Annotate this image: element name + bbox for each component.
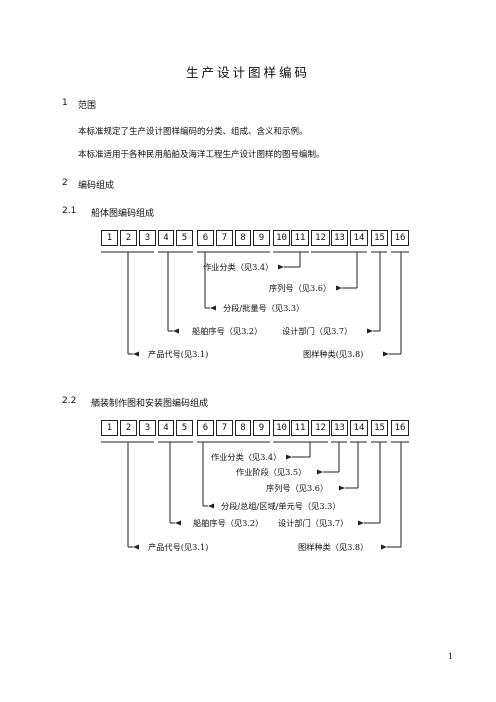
connector-lines: [101, 441, 409, 550]
section-2-1-title: 船体图编码组成: [91, 209, 155, 219]
code-digit-box: 6: [197, 230, 214, 246]
code-digit-box: 4: [158, 420, 174, 436]
arrow-head: [381, 544, 387, 550]
page-title: 生产设计图样编码: [185, 65, 310, 80]
arrow-head: [336, 285, 342, 291]
section-2-number: 2: [62, 178, 68, 188]
code-digit-box: 5: [176, 230, 193, 246]
code-digit-box: 11: [291, 230, 309, 246]
code-digit-box: 16: [391, 230, 409, 246]
code-digit-box: 8: [235, 420, 251, 436]
code-digit-box: 3: [139, 420, 156, 436]
code-digit-box: 15: [371, 230, 388, 246]
code-digit-box: 9: [253, 230, 270, 246]
section-2-1-number: 2.1: [62, 206, 77, 216]
code-digit-box: 5: [176, 420, 193, 436]
arrow-head: [339, 485, 345, 491]
arrow-head: [210, 305, 216, 311]
label-serial: 序列号（见3.6）: [266, 483, 329, 493]
arrow-head: [367, 328, 373, 334]
code-digit-box: 13: [331, 230, 348, 246]
arrow-head: [286, 454, 292, 460]
arrow-head: [133, 544, 139, 550]
code-digit-box: 1: [101, 230, 118, 246]
label-drawing-type: 图样种类（见3.8）: [298, 542, 369, 552]
arrow-head: [358, 520, 364, 526]
arrow-head: [383, 351, 389, 357]
label-design-dept: 设计部门（见3.7）: [278, 518, 349, 528]
code-digit-box: 12: [311, 230, 330, 246]
code-digit-box: 4: [158, 230, 174, 246]
code-digit-box: 14: [350, 230, 368, 246]
label-ship-no: 船舶序号（见3.2）: [192, 326, 263, 336]
section-2-2-number: 2.2: [62, 396, 77, 406]
label-ship-no: 船舶序号（见3.2）: [193, 518, 264, 528]
arrow-head: [133, 351, 139, 357]
code-digit-box: 13: [331, 420, 348, 436]
label-drawing-type: 图样种类(见3.8): [303, 349, 364, 359]
section-1-title: 范围: [78, 101, 97, 111]
section-1-paragraph-2: 本标准适用于各种民用船舶及海洋工程生产设计图样的图号编制。: [78, 150, 325, 160]
arrow-head: [278, 264, 284, 270]
code-digit-box: 6: [197, 420, 214, 436]
code-digit-box: 7: [216, 420, 233, 436]
label-segment: 分段/总组/区域/单元号（见3.3）: [221, 501, 341, 511]
connector-lines: [101, 251, 409, 357]
arrow-head: [208, 503, 214, 509]
label-design-dept: 设计部门（见3.7）: [282, 326, 353, 336]
section-1-number: 1: [62, 98, 68, 108]
code-digit-box: 9: [253, 420, 270, 436]
page-number: 1: [448, 652, 454, 661]
code-digit-box: 3: [139, 230, 156, 246]
code-digit-box: 2: [120, 420, 137, 436]
code-digit-box: 12: [311, 420, 330, 436]
label-serial: 序列号（见3.6）: [269, 283, 332, 293]
label-product: 产品代号(见3.1): [148, 349, 209, 359]
code-digit-box: 16: [391, 420, 409, 436]
section-2-2-title: 舾装制作图和安装图编码组成: [91, 399, 209, 409]
label-product: 产品代号(见3.1): [148, 542, 209, 552]
code-digit-box: 1: [101, 420, 118, 436]
label-work-class: 作业分类（见3.4）: [203, 262, 274, 272]
code-digit-box: 10: [273, 420, 290, 436]
code-digit-box: 2: [120, 230, 137, 246]
arrow-head: [175, 520, 181, 526]
section-1-paragraph-1: 本标准规定了生产设计图样编码的分类、组成、含义和示例。: [78, 127, 308, 137]
section-2-title: 编码组成: [78, 181, 115, 191]
code-digit-box: 10: [273, 230, 290, 246]
label-work-class: 作业分类（见3.4）: [211, 452, 282, 462]
label-work-stage: 作业阶段（见3.5）: [236, 467, 307, 477]
code-digit-box: 11: [291, 420, 309, 436]
code-digit-box: 7: [216, 230, 233, 246]
code-digit-box: 15: [371, 420, 388, 436]
code-digit-box: 8: [235, 230, 251, 246]
arrow-head: [317, 469, 323, 475]
arrow-head: [173, 328, 179, 334]
code-digit-box: 14: [350, 420, 368, 436]
label-segment: 分段/批量号（见3.3）: [223, 303, 305, 313]
